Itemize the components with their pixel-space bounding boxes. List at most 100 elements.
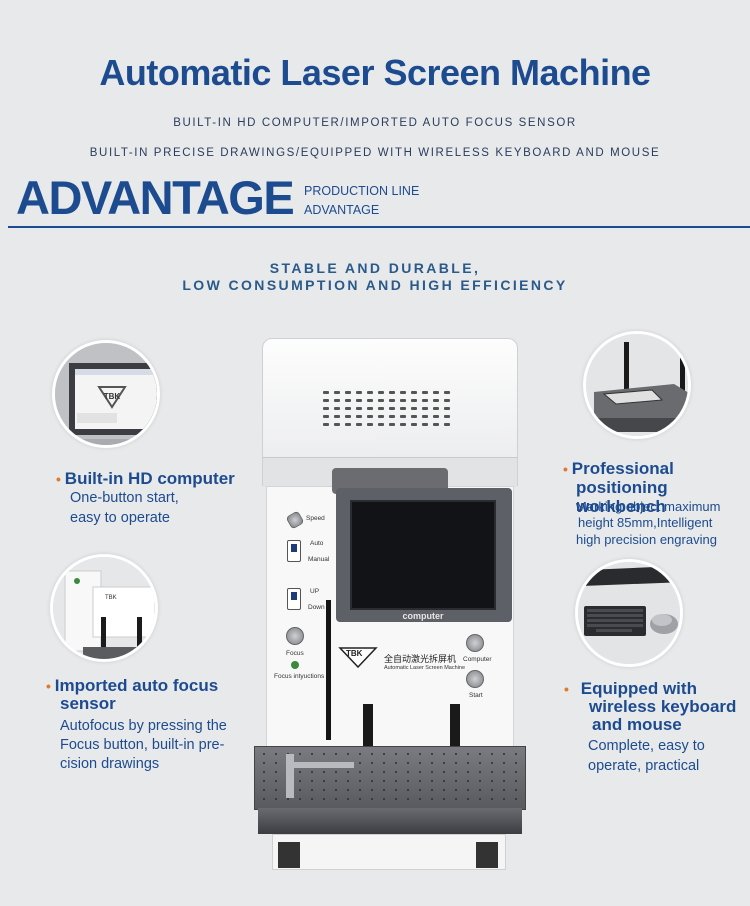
bed-hole bbox=[347, 753, 349, 755]
bed-hole bbox=[419, 798, 421, 800]
auto-focus-text-3: cision drawings bbox=[60, 756, 160, 772]
vent-slot bbox=[444, 423, 450, 426]
vent-slot bbox=[367, 391, 373, 394]
vent-slot bbox=[433, 399, 439, 402]
divider bbox=[8, 226, 750, 228]
hd-computer-photo: TBK bbox=[52, 340, 160, 448]
bed-hole bbox=[491, 753, 493, 755]
vent-slot bbox=[411, 399, 417, 402]
vent-slot bbox=[411, 407, 417, 410]
left-foot bbox=[278, 842, 300, 868]
tagline-line-2: LOW CONSUMPTION AND HIGH EFFICIENCY bbox=[182, 277, 568, 293]
vent-slot bbox=[334, 415, 340, 418]
brand-chinese: 全自动激光拆屏机 bbox=[384, 655, 457, 665]
vent-slot bbox=[422, 415, 428, 418]
vent-slot bbox=[400, 391, 406, 394]
bed-hole bbox=[263, 780, 265, 782]
focus-button[interactable] bbox=[286, 627, 304, 645]
bed-hole bbox=[443, 753, 445, 755]
vent-slot bbox=[323, 415, 329, 418]
bed-hole bbox=[515, 771, 517, 773]
vent-slot bbox=[433, 415, 439, 418]
bed-hole bbox=[419, 780, 421, 782]
workbench-text-2: height 85mm,Intelligent bbox=[578, 515, 713, 530]
up-down-switch[interactable] bbox=[287, 588, 301, 610]
bed-hole bbox=[515, 780, 517, 782]
vent-slot bbox=[444, 407, 450, 410]
auto-manual-switch[interactable] bbox=[287, 540, 301, 562]
manual-label: Manual bbox=[308, 556, 330, 563]
vent-slot bbox=[378, 407, 384, 410]
vent-slot bbox=[433, 407, 439, 410]
bed-hole bbox=[491, 762, 493, 764]
bed-hole bbox=[275, 771, 277, 773]
computer-button[interactable] bbox=[466, 634, 484, 652]
workbench-heading-2: positioning workbench bbox=[576, 478, 668, 516]
bed-hole bbox=[407, 771, 409, 773]
bed-hole bbox=[335, 753, 337, 755]
bed-hole bbox=[359, 789, 361, 791]
vent-slot bbox=[323, 423, 329, 426]
bed-hole bbox=[299, 771, 301, 773]
bed-hole bbox=[383, 762, 385, 764]
bed-hole bbox=[419, 762, 421, 764]
bed-hole bbox=[419, 771, 421, 773]
bed-hole bbox=[395, 753, 397, 755]
bed-hole bbox=[503, 762, 505, 764]
bed-hole bbox=[407, 753, 409, 755]
vent-slot bbox=[345, 407, 351, 410]
svg-text:TBK: TBK bbox=[104, 392, 121, 401]
auto-focus-text-2: Focus button, built-in pre- bbox=[60, 737, 225, 753]
bed-hole bbox=[395, 789, 397, 791]
vent-slot bbox=[378, 423, 384, 426]
bed-hole bbox=[407, 798, 409, 800]
bed-hole bbox=[395, 780, 397, 782]
bed-hole bbox=[347, 789, 349, 791]
bed-hole bbox=[383, 753, 385, 755]
bullet-icon: • bbox=[563, 461, 572, 477]
vent-slot bbox=[323, 391, 329, 394]
vent-slot bbox=[323, 407, 329, 410]
vent-slot bbox=[334, 391, 340, 394]
bed-hole bbox=[479, 798, 481, 800]
bed-hole bbox=[335, 798, 337, 800]
bed-hole bbox=[311, 771, 313, 773]
bed-hole bbox=[371, 753, 373, 755]
tbk-logo bbox=[338, 646, 378, 673]
vent-slot bbox=[400, 415, 406, 418]
bed-hole bbox=[323, 780, 325, 782]
bed-hole bbox=[419, 789, 421, 791]
monitor-screen bbox=[350, 500, 496, 610]
bed-hole bbox=[395, 771, 397, 773]
vent-slot bbox=[345, 423, 351, 426]
focus-label: Focus bbox=[286, 650, 304, 657]
bed-hole bbox=[431, 780, 433, 782]
bed-hole bbox=[323, 771, 325, 773]
vent-slot bbox=[422, 399, 428, 402]
auto-label: Auto bbox=[310, 540, 324, 547]
bed-hole bbox=[503, 789, 505, 791]
bed-hole bbox=[431, 753, 433, 755]
bed-hole bbox=[263, 789, 265, 791]
keyboard-text-1: Complete, easy to bbox=[588, 738, 705, 754]
machine-laser-head bbox=[262, 338, 518, 487]
vent-slot bbox=[389, 399, 395, 402]
bed-hole bbox=[347, 798, 349, 800]
bed-hole bbox=[311, 789, 313, 791]
start-button[interactable] bbox=[466, 670, 484, 688]
workbench-front bbox=[258, 808, 522, 834]
bed-hole bbox=[455, 789, 457, 791]
bullet-icon: • bbox=[564, 681, 573, 697]
vent-slot bbox=[323, 399, 329, 402]
bed-hole bbox=[431, 789, 433, 791]
hd-computer-text-1: One-button start, bbox=[70, 490, 179, 506]
focus-indicator-light bbox=[291, 661, 299, 669]
workbench-photo bbox=[583, 331, 691, 439]
vent-slot bbox=[356, 399, 362, 402]
workbench-text-1: Marking object maximum bbox=[576, 499, 721, 514]
bed-hole bbox=[275, 753, 277, 755]
vent-slot bbox=[378, 399, 384, 402]
advantage-sub-1: PRODUCTION LINE bbox=[304, 184, 420, 198]
workbench-heading-1: • Professional bbox=[563, 459, 674, 478]
vent-slot bbox=[334, 399, 340, 402]
